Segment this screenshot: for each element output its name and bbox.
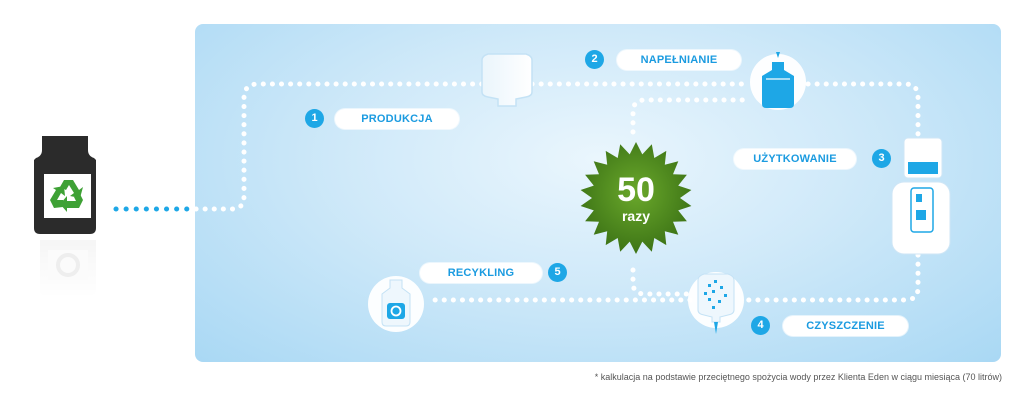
cycle-count: 50 razy <box>586 172 686 224</box>
step-4-number: 4 <box>751 316 770 335</box>
step-1-number: 1 <box>305 109 324 128</box>
starburst-shape <box>580 142 692 254</box>
filled-bottle-icon <box>750 52 806 110</box>
step-3-number: 3 <box>872 149 891 168</box>
water-cooler-icon <box>891 137 951 255</box>
recycle-bottle-icon <box>34 136 96 296</box>
cycle-count-value: 50 <box>617 171 655 209</box>
count-starburst <box>580 142 692 254</box>
step-3-label: UŻYTKOWANIE <box>734 149 856 169</box>
cycle-path <box>193 81 921 303</box>
washing-bottle-icon <box>688 272 744 334</box>
step-5-label: RECYKLING <box>420 263 542 283</box>
footnote: * kalkulacja na podstawie przeciętnego s… <box>594 372 1002 382</box>
empty-bottle-icon <box>481 53 533 107</box>
step-5-number: 5 <box>548 263 567 282</box>
cycle-count-unit: razy <box>621 208 651 224</box>
recycling-bottle-icon <box>368 276 424 332</box>
step-2-label: NAPEŁNIANIE <box>617 50 741 70</box>
step-1-label: PRODUKCJA <box>335 109 459 129</box>
step-2-number: 2 <box>585 50 604 69</box>
step-4-label: CZYSZCZENIE <box>783 316 908 336</box>
